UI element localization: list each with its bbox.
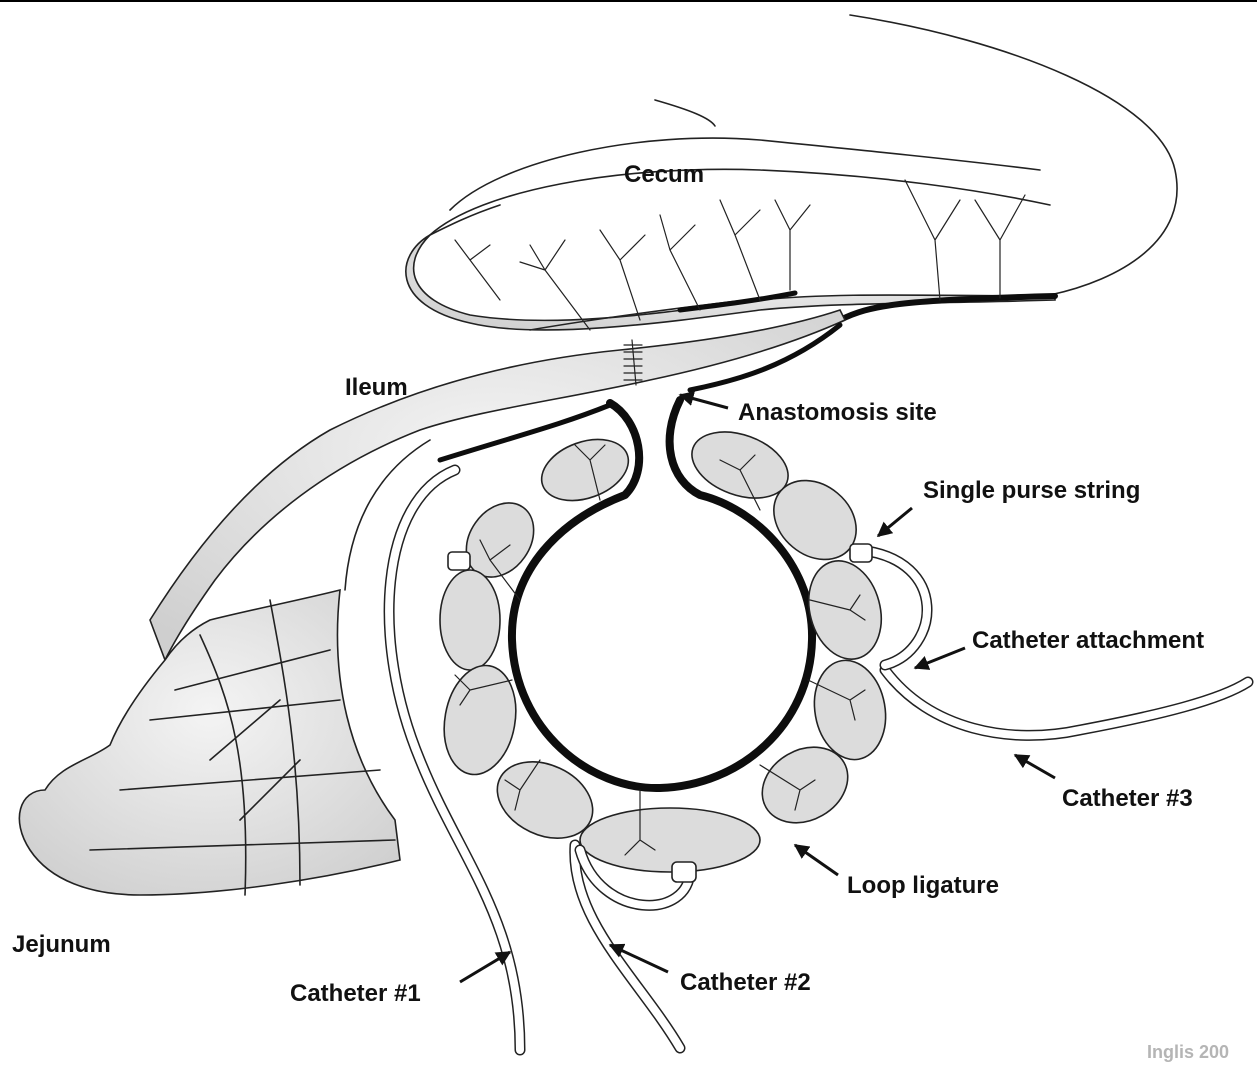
label-cecum: Cecum [624, 161, 704, 188]
label-single-purse-string: Single purse string [923, 477, 1140, 504]
loop-segments [436, 420, 893, 872]
label-catheter-attachment: Catheter attachment [972, 627, 1204, 654]
arrow-loop-ligature [795, 845, 838, 875]
arrow-purse-string [878, 508, 912, 536]
label-anastomosis-site: Anastomosis site [738, 399, 937, 426]
label-loop-ligature: Loop ligature [847, 872, 999, 899]
cecum-shape [406, 15, 1177, 330]
label-catheter-3: Catheter #3 [1062, 785, 1193, 812]
arrow-anastomosis [680, 395, 728, 408]
label-catheter-2: Catheter #2 [680, 969, 811, 996]
jejunum-shape [19, 440, 430, 895]
catheter-3-tube [885, 670, 1248, 735]
arrow-catheter-attachment [915, 648, 965, 668]
label-jejunum: Jejunum [12, 931, 111, 958]
label-ileum: Ileum [345, 374, 408, 401]
arrow-catheter-3 [1015, 755, 1055, 778]
artist-signature: Inglis 200 [1147, 1042, 1229, 1062]
label-catheter-1: Catheter #1 [290, 980, 421, 1007]
arrow-catheter-1 [460, 952, 510, 982]
